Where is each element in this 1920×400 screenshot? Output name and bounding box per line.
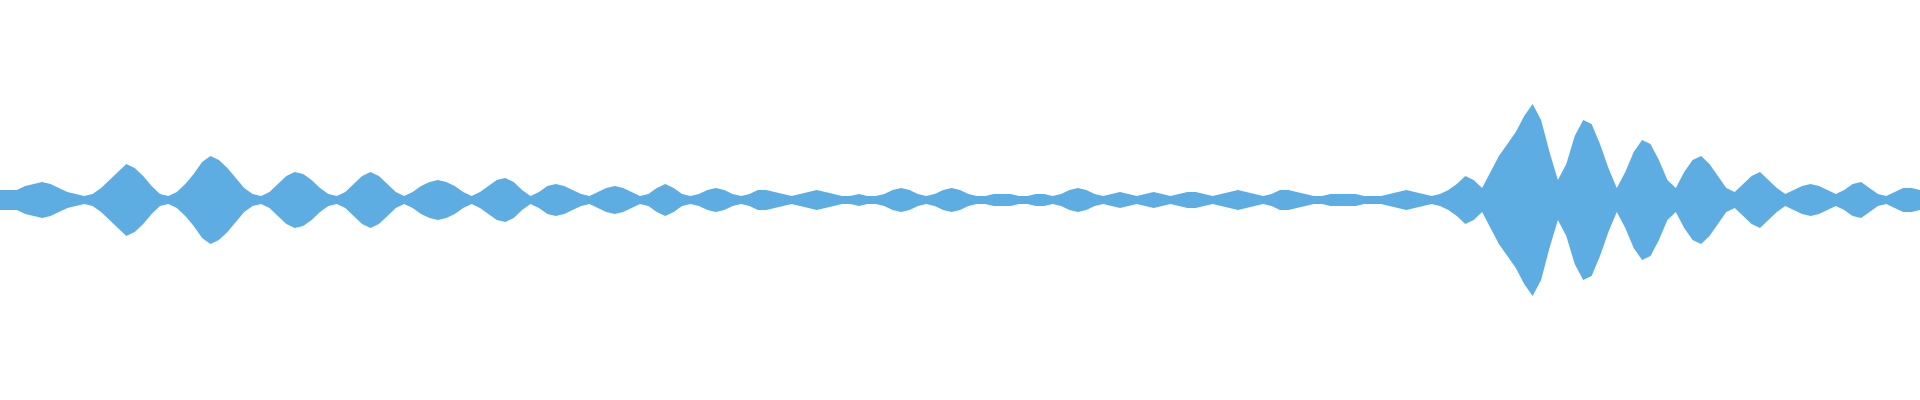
audio-waveform — [0, 104, 1920, 296]
waveform-svg — [0, 104, 1920, 296]
